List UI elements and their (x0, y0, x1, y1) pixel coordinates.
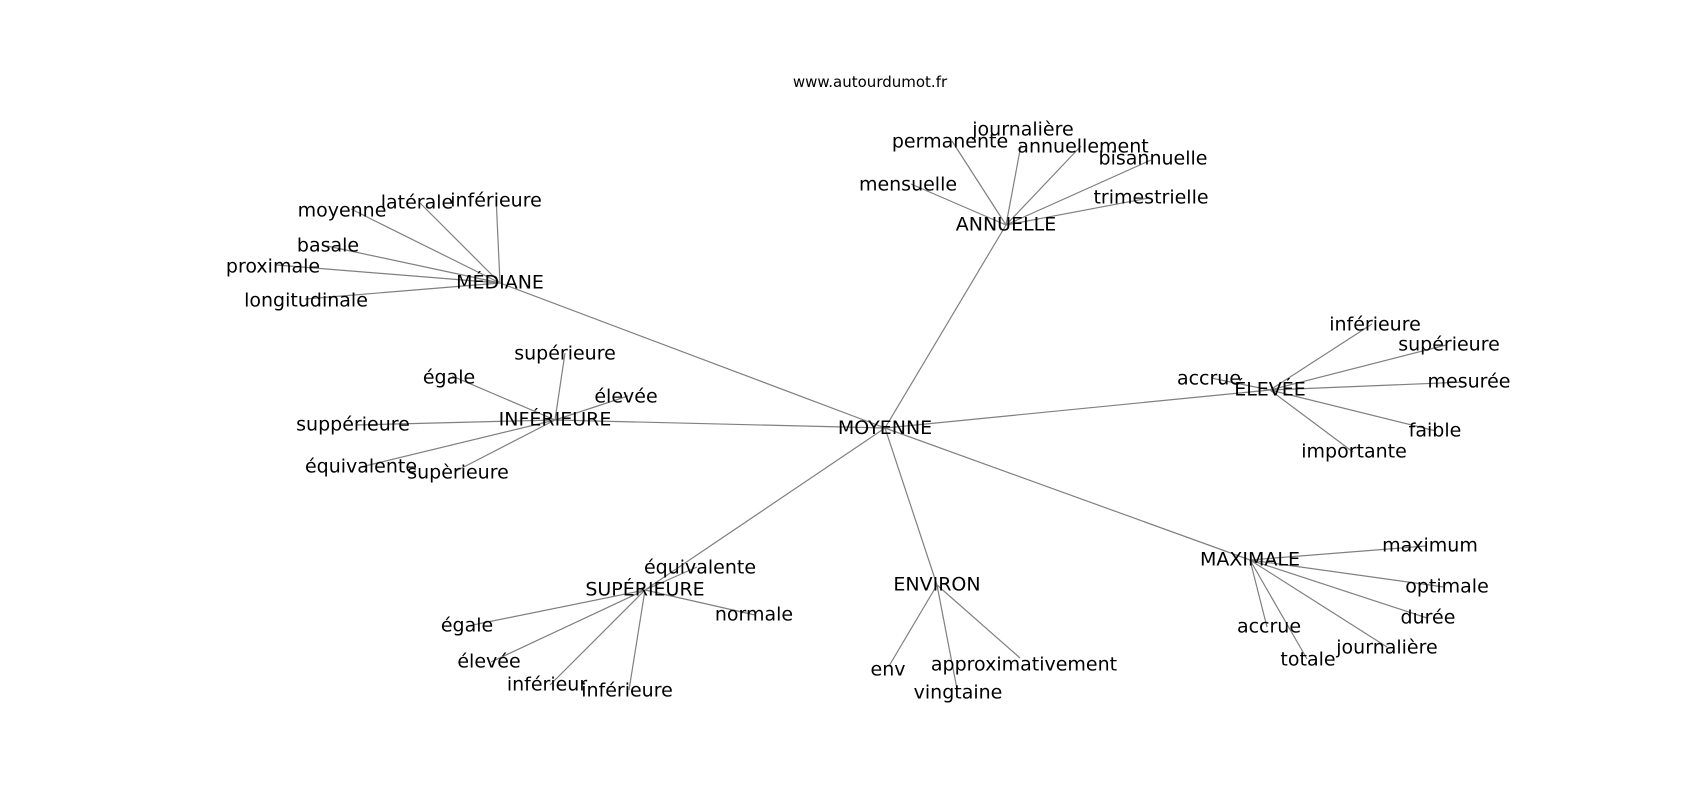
leaf-node-label: importante (1301, 441, 1407, 463)
leaf-node-label: mesurée (1428, 371, 1511, 393)
hub-leaf-edge (1249, 559, 1445, 588)
leaf-node-label: supérieure (1398, 334, 1500, 356)
center-hub-edge (884, 427, 938, 586)
leaf-node-label: latérale (381, 192, 453, 214)
hub-node-label: ÉLEVÉE (1234, 378, 1306, 401)
leaf-node-label: permanente (892, 131, 1008, 153)
hub-leaf-edge (549, 589, 646, 686)
leaf-node-label: suppérieure (296, 414, 410, 436)
hub-leaf-edge (1210, 377, 1271, 391)
leaf-node-label: journalière (971, 119, 1073, 141)
center-hub-edge (884, 427, 1251, 561)
leaf-node-label: normale (715, 604, 793, 626)
leaf-node-label: supèrieure (407, 462, 509, 484)
hub-leaf-edge (1005, 145, 1082, 226)
leaf-node-label: journalière (1335, 637, 1437, 659)
hub-leaf-edge (490, 589, 646, 663)
hub-leaf-edge (1005, 144, 1022, 226)
leaf-node-label: trimestrielle (1093, 187, 1208, 209)
hub-leaf-edge (467, 589, 646, 627)
hub-leaf-edge (910, 183, 1007, 226)
hub-node-label: ANNUELLE (956, 214, 1057, 236)
hub-node-label: ENVIRON (893, 574, 980, 596)
hub-leaf-edge (355, 419, 556, 426)
hub-node-label: MÉDIANE (456, 271, 544, 294)
center-hub-edge (644, 427, 886, 591)
hub-leaf-edge (554, 352, 566, 421)
leaf-node-label: longitudinale (244, 290, 368, 312)
leaf-node-label: inférieure (450, 190, 542, 212)
leaf-node-label: inférieure (1329, 314, 1421, 336)
hub-node-label: SUPÉRIEURE (585, 578, 704, 601)
leaf-node-label: bisannuelle (1099, 148, 1208, 170)
leaf-node-label: moyenne (298, 200, 387, 222)
leaf-node-label: accrue (1237, 616, 1301, 638)
leaf-node-label: annuellement (1017, 136, 1148, 158)
center-hub-edge (499, 282, 886, 429)
leaf-node-label: optimale (1405, 576, 1489, 598)
leaf-node-label: inférieure (581, 680, 673, 702)
hub-leaf-edge (1269, 389, 1354, 453)
leaf-node-label: élevée (594, 386, 657, 408)
hub-leaf-edge (554, 395, 629, 421)
hub-leaf-edge (451, 375, 556, 421)
center-node-label: MOYENNE (838, 417, 932, 439)
hub-leaf-edge (1249, 545, 1427, 561)
hub-node-label: MAXIMALE (1200, 549, 1300, 571)
hub-leaf-edge (936, 584, 1021, 659)
hub-leaf-edge (276, 264, 501, 284)
hub-leaf-edge (1269, 389, 1437, 432)
leaf-node-label: mensuelle (859, 174, 957, 196)
leaf-node-label: maximum (1382, 535, 1478, 557)
center-hub-edge (884, 224, 1007, 429)
leaf-node-label: accrue (1177, 368, 1241, 390)
hub-leaf-edge (1269, 344, 1447, 391)
hub-leaf-edge (1269, 323, 1373, 391)
center-hub-edge (884, 389, 1271, 429)
hub-leaf-edge (644, 566, 698, 591)
leaf-node-label: totale (1280, 649, 1335, 671)
graph-edges (276, 140, 1466, 691)
hub-leaf-edge (951, 140, 1007, 226)
hub-leaf-edge (360, 419, 556, 468)
leaf-node-label: élevée (457, 651, 520, 673)
leaf-node-label: durée (1401, 607, 1456, 629)
leaf-node-label: faible (1409, 420, 1462, 442)
hub-leaf-edge (1249, 559, 1308, 660)
leaf-node-label: équivalente (305, 456, 417, 478)
hub-leaf-edge (888, 584, 938, 667)
leaf-node-label: env (871, 659, 906, 681)
leaf-node-label: équivalente (644, 557, 756, 579)
hub-leaf-edge (350, 208, 501, 284)
hub-leaf-edge (936, 584, 958, 690)
leaf-node-label: inférieur (507, 674, 588, 696)
hub-leaf-edge (1005, 159, 1152, 226)
leaf-node-label: proximale (226, 256, 320, 278)
hub-leaf-edge (326, 245, 501, 284)
center-hub-edge (554, 419, 886, 429)
hub-leaf-edge (1249, 559, 1428, 619)
leaf-node-label: approximativement (931, 654, 1117, 676)
site-watermark: www.autourdumot.fr (793, 73, 948, 91)
hub-leaf-edge (1249, 559, 1388, 648)
leaf-node-label: basale (297, 235, 359, 257)
hub-leaf-edge (628, 589, 646, 691)
leaf-node-label: supérieure (514, 343, 616, 365)
graph-labels: www.autourdumot.fr MOYENNE ANNUELLE perma… (226, 73, 1511, 704)
leaf-node-label: égale (423, 367, 475, 389)
leaf-node-label: égale (441, 615, 493, 637)
hub-leaf-edge (1269, 381, 1466, 391)
hub-leaf-edge (644, 589, 756, 616)
hub-leaf-edge (1005, 197, 1150, 226)
hub-leaf-edge (455, 419, 556, 472)
hub-leaf-edge (304, 282, 501, 300)
leaf-node-label: vingtaine (914, 682, 1003, 704)
hub-leaf-edge (495, 195, 501, 284)
hub-leaf-edge (419, 202, 501, 284)
hub-node-label: INFÉRIEURE (499, 408, 612, 431)
hub-leaf-edge (1249, 559, 1268, 628)
